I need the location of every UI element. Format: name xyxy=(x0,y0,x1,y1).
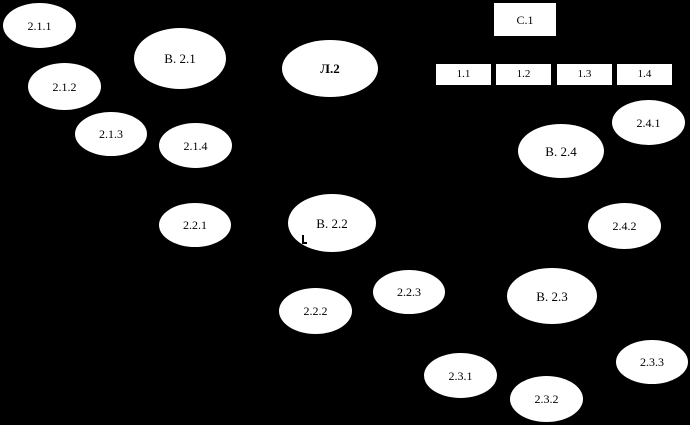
node-label: 2.2.2 xyxy=(303,304,328,318)
diagram-node-2-1-3[interactable]: 2.1.3 xyxy=(75,112,147,156)
node-label: 2.4.2 xyxy=(612,219,637,233)
node-label: 2.3.2 xyxy=(534,392,559,406)
diagram-node-2-1-4[interactable]: 2.1.4 xyxy=(159,123,232,168)
node-label: 2.2.3 xyxy=(397,285,421,299)
node-label: C.1 xyxy=(516,12,534,27)
corner-tick-icon xyxy=(302,235,307,244)
diagram-node-л-2[interactable]: Л.2 xyxy=(282,40,378,97)
diagram-node-2-2-2[interactable]: 2.2.2 xyxy=(279,288,352,334)
diagram-node-в--2-2[interactable]: В. 2.2 xyxy=(288,194,376,252)
node-label: 2.1.3 xyxy=(99,127,123,141)
node-label: 1.2 xyxy=(516,68,531,80)
diagram-node-2-4-2[interactable]: 2.4.2 xyxy=(588,203,661,249)
node-label: 2.1.2 xyxy=(52,79,77,94)
node-label: 1.1 xyxy=(456,68,471,80)
diagram-node-2-2-3[interactable]: 2.2.3 xyxy=(373,270,445,314)
node-label: 2.3.3 xyxy=(640,355,664,369)
node-label: 1.4 xyxy=(637,68,652,80)
diagram-node-1-1[interactable]: 1.1 xyxy=(436,64,491,85)
diagram-node-в--2-3[interactable]: В. 2.3 xyxy=(507,268,597,324)
diagram-node-c-1[interactable]: C.1 xyxy=(494,3,556,36)
diagram-node-2-1-2[interactable]: 2.1.2 xyxy=(28,63,101,110)
node-label: В. 2.2 xyxy=(316,215,348,231)
node-label: 1.3 xyxy=(577,68,592,80)
diagram-node-2-3-2[interactable]: 2.3.2 xyxy=(510,376,583,422)
diagram-node-2-2-1[interactable]: 2.2.1 xyxy=(159,203,231,247)
node-label: В. 2.1 xyxy=(164,51,196,66)
diagram-node-2-3-1[interactable]: 2.3.1 xyxy=(424,353,497,398)
diagram-node-в--2-1[interactable]: В. 2.1 xyxy=(134,28,226,89)
diagram-node-2-4-1[interactable]: 2.4.1 xyxy=(612,100,685,145)
node-label: В. 2.3 xyxy=(536,288,568,304)
diagram-node-2-3-3[interactable]: 2.3.3 xyxy=(616,340,688,384)
diagram-node-1-4[interactable]: 1.4 xyxy=(617,64,672,85)
node-label: 2.4.1 xyxy=(636,115,661,130)
node-label: Л.2 xyxy=(320,61,340,76)
node-label: 2.3.1 xyxy=(448,368,473,383)
diagram-node-2-1-1[interactable]: 2.1.1 xyxy=(3,3,76,48)
node-label: 2.1.4 xyxy=(183,138,208,153)
diagram-node-1-2[interactable]: 1.2 xyxy=(496,64,551,85)
node-label: В. 2.4 xyxy=(545,143,577,159)
node-label: 2.1.1 xyxy=(27,18,52,33)
node-label: 2.2.1 xyxy=(183,218,207,232)
diagram-node-в--2-4[interactable]: В. 2.4 xyxy=(518,124,604,178)
diagram-node-1-3[interactable]: 1.3 xyxy=(557,64,612,85)
